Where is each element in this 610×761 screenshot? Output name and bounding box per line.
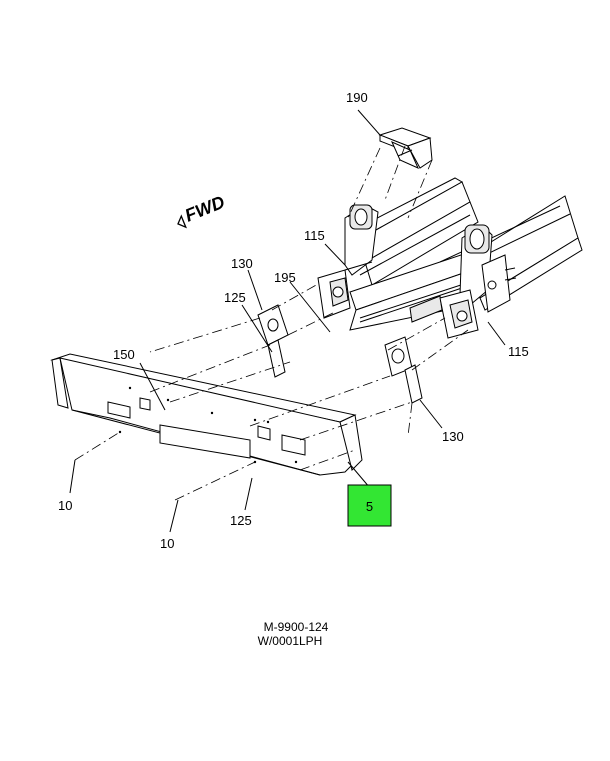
reference-code: M-9900-124 W/0001LPH	[258, 620, 329, 648]
bracket-115-right	[439, 224, 517, 339]
callout-130-right: 130	[442, 429, 464, 444]
callout-125-upper: 125	[224, 290, 246, 305]
callout-10-lower: 10	[160, 536, 174, 551]
bracket-190	[378, 127, 433, 169]
plate-130-right	[384, 336, 423, 404]
callout-5: 5	[366, 499, 373, 514]
callout-115-left: 115	[304, 228, 325, 243]
reference-line-2: W/0001LPH	[258, 634, 323, 648]
callout-5-box[interactable]	[347, 484, 392, 527]
callout-115-right: 115	[508, 344, 529, 359]
leader-lines	[69, 109, 506, 533]
callout-195: 195	[274, 270, 296, 285]
fwd-indicator: FWD	[177, 192, 227, 229]
bumper-150	[50, 353, 363, 476]
callout-5-highlight[interactable]: 5	[347, 484, 392, 527]
callout-190: 190	[346, 90, 368, 105]
reference-line-1: M-9900-124	[264, 620, 329, 634]
callout-125-lower: 125	[230, 513, 252, 528]
plate-130-left	[257, 304, 289, 378]
cross-member-195	[349, 251, 479, 331]
callout-150: 150	[113, 347, 135, 362]
fwd-label: FWD	[182, 192, 227, 226]
callout-10-left: 10	[58, 498, 72, 513]
frame-rails	[349, 177, 583, 311]
fwd-arrow-icon	[177, 214, 187, 229]
assembly-lines	[74, 145, 469, 501]
callout-130-left: 130	[231, 256, 253, 271]
callouts: 190 115 115 130 130 125 125 195 150 10 1…	[58, 90, 529, 551]
